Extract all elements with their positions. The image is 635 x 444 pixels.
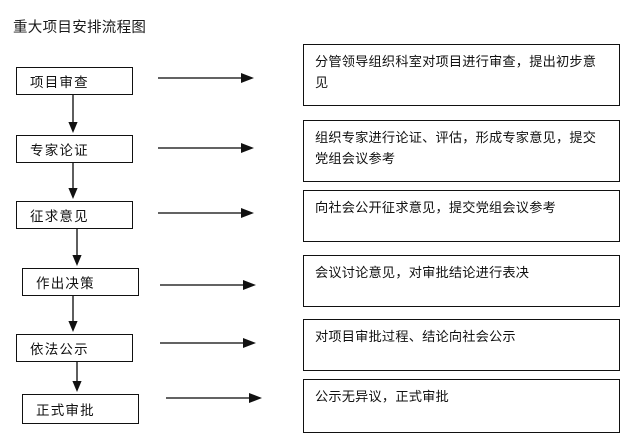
detail-text-3: 向社会公开征求意见，提交党组会议参考 <box>315 201 556 216</box>
vertical-arrow-1-to-2 <box>66 95 80 135</box>
vertical-arrow-4-to-5 <box>66 296 80 334</box>
flow-step-label-3: 征求意见 <box>30 209 89 225</box>
flow-step-label-4: 作出决策 <box>36 276 95 292</box>
flow-step-box-2[interactable]: 专家论证 <box>16 135 133 163</box>
flow-step-label-2: 专家论证 <box>30 143 89 159</box>
detail-box-5[interactable]: 对项目审批过程、结论向社会公示 <box>303 319 620 371</box>
detail-text-5: 对项目审批过程、结论向社会公示 <box>315 330 516 345</box>
horizontal-arrow-1 <box>158 71 258 85</box>
detail-text-1: 分管领导组织科室对项目进行审查，提出初步意见 <box>315 55 597 91</box>
detail-text-6: 公示无异议，正式审批 <box>315 390 449 405</box>
detail-box-6[interactable]: 公示无异议，正式审批 <box>303 379 620 433</box>
flow-step-box-3[interactable]: 征求意见 <box>16 201 133 229</box>
flow-step-label-1: 项目审查 <box>30 75 89 91</box>
vertical-arrow-3-to-4 <box>70 229 84 268</box>
flow-step-box-1[interactable]: 项目审查 <box>16 67 133 95</box>
horizontal-arrow-6 <box>166 391 266 405</box>
horizontal-arrow-4 <box>160 278 260 292</box>
horizontal-arrow-5 <box>160 336 260 350</box>
detail-box-2[interactable]: 组织专家进行论证、评估，形成专家意见，提交党组会议参考 <box>303 120 620 182</box>
detail-box-1[interactable]: 分管领导组织科室对项目进行审查，提出初步意见 <box>303 44 620 106</box>
flow-step-box-4[interactable]: 作出决策 <box>22 268 139 296</box>
horizontal-arrow-3 <box>158 206 258 220</box>
flow-step-box-6[interactable]: 正式审批 <box>22 394 139 424</box>
detail-box-4[interactable]: 会议讨论意见，对审批结论进行表决 <box>303 255 620 307</box>
horizontal-arrow-2 <box>158 141 258 155</box>
flow-step-label-5: 依法公示 <box>30 342 89 358</box>
detail-box-3[interactable]: 向社会公开征求意见，提交党组会议参考 <box>303 190 620 242</box>
vertical-arrow-2-to-3 <box>66 163 80 201</box>
flow-step-label-6: 正式审批 <box>36 403 95 419</box>
vertical-arrow-5-to-6 <box>70 362 84 394</box>
flow-step-box-5[interactable]: 依法公示 <box>16 334 133 362</box>
detail-text-2: 组织专家进行论证、评估，形成专家意见，提交党组会议参考 <box>315 131 597 167</box>
detail-text-4: 会议讨论意见，对审批结论进行表决 <box>315 266 530 281</box>
page-title: 重大项目安排流程图 <box>13 20 147 36</box>
